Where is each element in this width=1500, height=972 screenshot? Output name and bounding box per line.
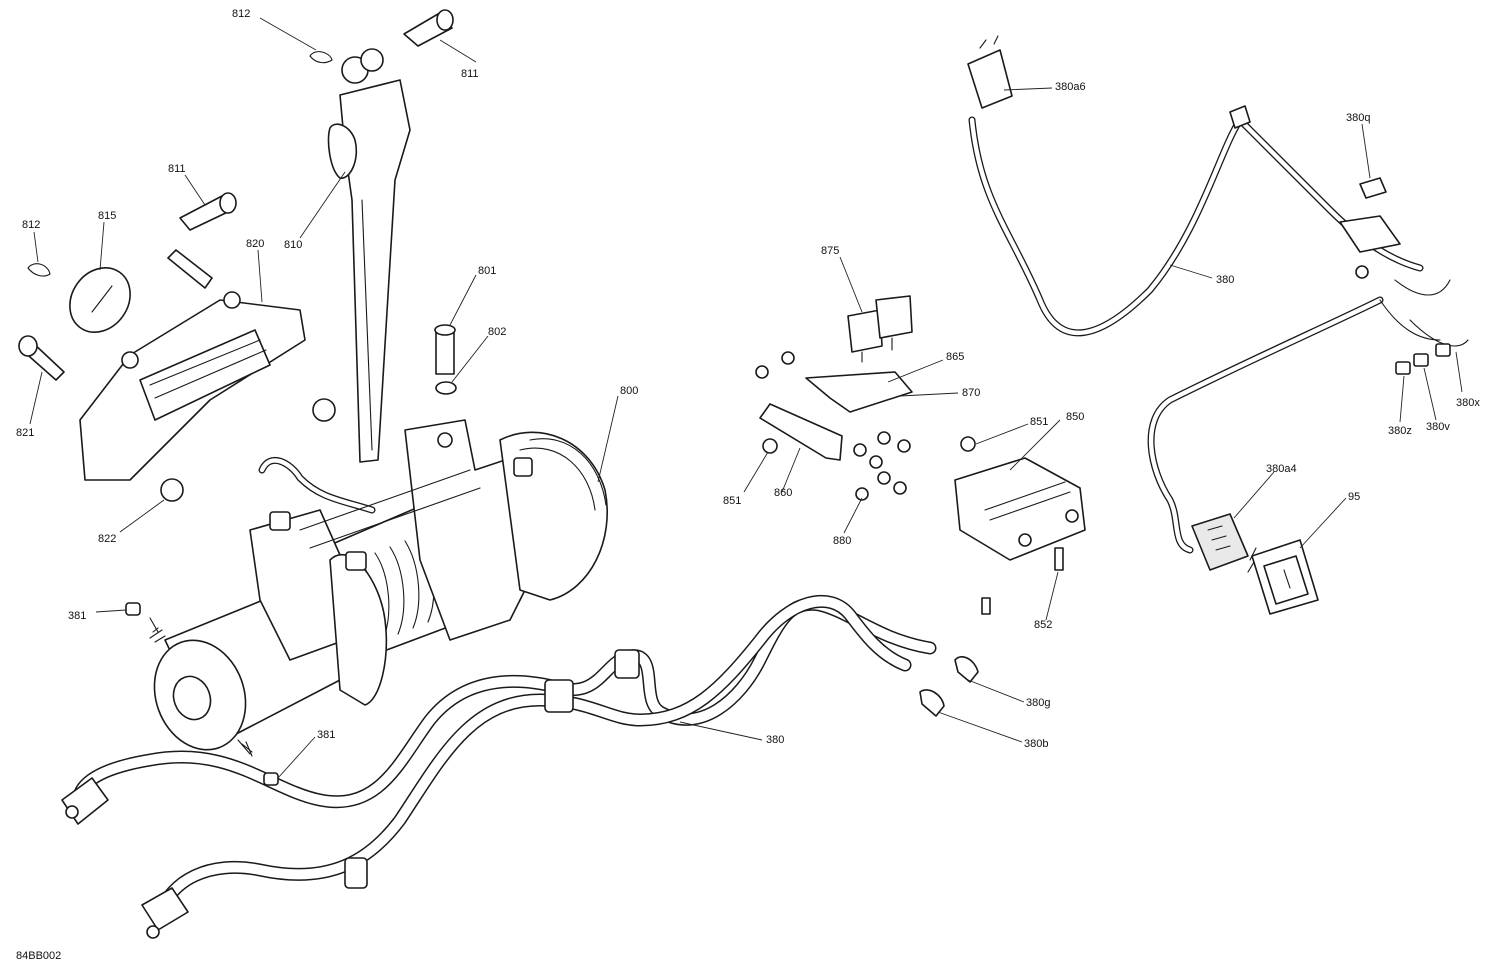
winch-fastener xyxy=(269,511,291,531)
callout-800: 800 xyxy=(620,385,638,397)
clip-812 xyxy=(309,51,333,64)
pin-head xyxy=(219,192,237,214)
terminal-eye xyxy=(146,925,160,939)
callout-801: 801 xyxy=(478,265,496,277)
rocker-switch-95 xyxy=(1247,539,1319,615)
ring-terminal-380b xyxy=(919,689,945,717)
connector-380v xyxy=(1413,353,1429,367)
figure-reference: 84BB002 xyxy=(16,950,61,962)
clip-812 xyxy=(27,263,51,277)
callout-811: 811 xyxy=(461,68,479,80)
handle-pulley xyxy=(360,48,384,72)
callout-380z: 380z xyxy=(1388,425,1412,437)
callout-802: 802 xyxy=(488,326,506,338)
callout-95: 95 xyxy=(1348,491,1360,503)
connector-380x xyxy=(1435,343,1451,357)
callout-labels: 812 811 810 811 812 815 820 821 822 801 … xyxy=(16,8,1480,750)
ring-terminal-380g xyxy=(954,656,979,683)
nut-851 xyxy=(960,436,976,452)
cable-sleeve xyxy=(544,679,574,713)
bolt-head xyxy=(434,324,456,336)
callout-380a4: 380a4 xyxy=(1266,463,1297,475)
callout-810: 810 xyxy=(284,239,302,251)
callout-380v: 380v xyxy=(1426,421,1450,433)
callout-812: 812 xyxy=(232,8,250,20)
callout-815: 815 xyxy=(98,210,116,222)
washers-880 xyxy=(853,431,911,501)
relay-875 xyxy=(847,295,913,363)
callout-850: 850 xyxy=(1066,411,1084,423)
callout-381: 381 xyxy=(68,610,86,622)
callout-812: 812 xyxy=(22,219,40,231)
solenoid-850 xyxy=(954,457,1086,561)
winch-800 xyxy=(149,419,609,757)
harness-junction xyxy=(1339,215,1401,253)
callout-865: 865 xyxy=(946,351,964,363)
nut-822 xyxy=(312,398,336,422)
roller-fairlead-820 xyxy=(79,249,306,481)
washer-802 xyxy=(435,381,457,395)
callout-380b: 380b xyxy=(1024,738,1048,750)
pin-head xyxy=(436,9,454,31)
winch-fastener xyxy=(345,551,367,571)
mount-hole xyxy=(437,432,453,448)
callout-381: 381 xyxy=(317,729,335,741)
callout-811: 811 xyxy=(168,163,186,175)
motor-end-hub xyxy=(172,675,212,721)
fairlead-bolt xyxy=(167,249,213,289)
screw-852 xyxy=(1054,547,1064,571)
harness-clip xyxy=(1229,105,1251,129)
cable-sleeve xyxy=(344,857,368,889)
callout-380g: 380g xyxy=(1026,697,1050,709)
leader-lines xyxy=(29,17,1463,779)
nut-822 xyxy=(160,478,184,502)
callout-860: 860 xyxy=(774,487,792,499)
callout-380: 380 xyxy=(766,734,784,746)
callout-821: 821 xyxy=(16,427,34,439)
bolt-801 xyxy=(435,329,455,375)
connector-380q xyxy=(1359,177,1387,199)
callout-380a6: 380a6 xyxy=(1055,81,1086,93)
cable-sleeve xyxy=(614,649,640,679)
fairlead-bolt-head xyxy=(223,291,241,309)
nut-851 xyxy=(762,438,778,454)
nut xyxy=(781,351,795,365)
callout-880: 880 xyxy=(833,535,851,547)
bracket-860 xyxy=(759,403,843,461)
harness-ring-terminal xyxy=(1355,265,1369,279)
callout-820: 820 xyxy=(246,238,264,250)
fairlead-roller xyxy=(139,329,271,421)
nut xyxy=(755,365,769,379)
handle-hook xyxy=(327,123,358,179)
winch-handle-810 xyxy=(327,48,411,463)
screw-852 xyxy=(981,597,991,615)
bolt-head xyxy=(18,335,38,357)
terminal-boot xyxy=(141,887,189,931)
callout-870: 870 xyxy=(962,387,980,399)
callout-380q: 380q xyxy=(1346,112,1370,124)
terminal-eye xyxy=(65,805,79,819)
terminal-nut-381 xyxy=(125,602,141,616)
fairlead-insert-815 xyxy=(69,267,131,333)
terminal-nut-381 xyxy=(263,772,279,786)
callout-851: 851 xyxy=(723,495,741,507)
control-harness-380 xyxy=(968,105,1469,554)
callout-852: 852 xyxy=(1034,619,1052,631)
power-cable-380 xyxy=(61,594,937,939)
winch-fastener xyxy=(513,457,533,477)
connector-380z xyxy=(1395,361,1411,375)
callout-851: 851 xyxy=(1030,416,1048,428)
fairlead-bolt-head xyxy=(121,351,139,369)
bracket-865 xyxy=(805,371,913,413)
callout-380x: 380x xyxy=(1456,397,1480,409)
callout-380: 380 xyxy=(1216,274,1234,286)
callout-822: 822 xyxy=(98,533,116,545)
connector-380a4 xyxy=(1191,513,1249,571)
connector-380a6 xyxy=(967,49,1013,109)
callout-875: 875 xyxy=(821,245,839,257)
